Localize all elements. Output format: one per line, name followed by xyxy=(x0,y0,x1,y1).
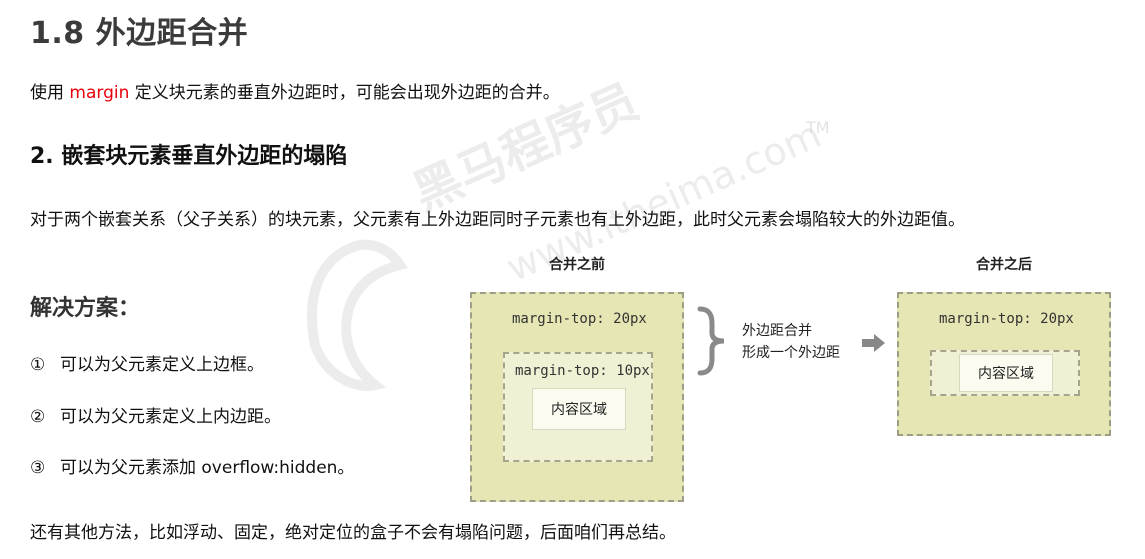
brace-line-1: 外边距合并 xyxy=(742,323,812,339)
watermark-tm: TM xyxy=(806,118,830,137)
watermark-logo-icon xyxy=(307,239,409,391)
list-item: ② 可以为父元素定义上内边距。 xyxy=(30,402,281,427)
section-heading: 2. 嵌套块元素垂直外边距的塌陷 xyxy=(30,144,348,169)
list-item: ③ 可以为父元素添加 overflow:hidden。 xyxy=(30,453,354,478)
before-label: 合并之前 xyxy=(549,257,605,273)
list-text: 可以为父元素添加 overflow:hidden。 xyxy=(60,458,355,478)
solution-heading: 解决方案： xyxy=(30,296,141,321)
intro-before: 使用 xyxy=(30,83,70,103)
brace-icon xyxy=(697,306,725,376)
brace-line-2: 形成一个外边距 xyxy=(742,345,840,361)
section-description: 对于两个嵌套关系（父子关系）的块元素，父元素有上外边距同时子元素也有上外边距，此… xyxy=(30,210,965,230)
list-number: ① xyxy=(30,355,46,375)
footer-paragraph: 还有其他方法，比如浮动、固定，绝对定位的盒子不会有塌陷问题，后面咱们再总结。 xyxy=(30,523,676,543)
list-number: ③ xyxy=(30,458,46,478)
intro-paragraph: 使用 margin 定义块元素的垂直外边距时，可能会出现外边距的合并。 xyxy=(30,78,560,103)
after-outer-box: margin-top: 20px 内容区域 xyxy=(897,292,1111,436)
after-margin-label: margin-top: 20px xyxy=(939,311,1074,327)
list-text: 可以为父元素定义上边框。 xyxy=(60,355,264,375)
after-inner-box: 内容区域 xyxy=(930,350,1080,396)
arrow-right-icon xyxy=(862,334,885,352)
before-outer-box: margin-top: 20px margin-top: 10px 内容区域 xyxy=(470,292,684,502)
page-title: 1.8 外边距合并 xyxy=(30,16,249,51)
after-content-box: 内容区域 xyxy=(959,354,1053,392)
before-inner-box: margin-top: 10px 内容区域 xyxy=(503,352,653,462)
before-content-box: 内容区域 xyxy=(532,388,626,430)
intro-after: 定义块元素的垂直外边距时，可能会出现外边距的合并。 xyxy=(129,83,560,103)
list-text: 可以为父元素定义上内边距。 xyxy=(60,407,281,427)
intro-highlight: margin xyxy=(69,83,130,103)
list-item: ① 可以为父元素定义上边框。 xyxy=(30,350,264,375)
brace-text: 外边距合并 形成一个外边距 xyxy=(742,320,840,364)
outer-margin-label: margin-top: 20px xyxy=(512,311,647,327)
list-number: ② xyxy=(30,407,46,427)
after-label: 合并之后 xyxy=(976,257,1032,273)
inner-margin-label: margin-top: 10px xyxy=(515,363,650,379)
